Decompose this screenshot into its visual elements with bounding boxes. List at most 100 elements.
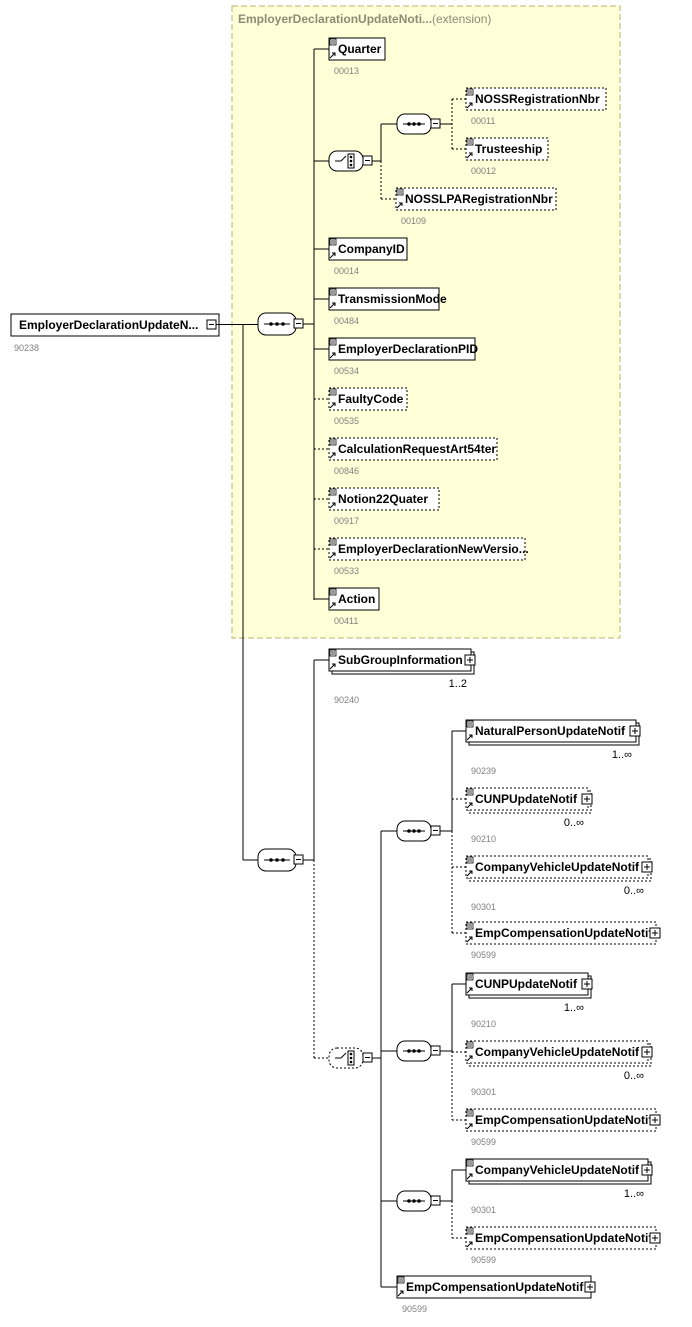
expand-button[interactable] — [464, 654, 476, 666]
expand-button[interactable] — [649, 927, 661, 939]
element-type-icon — [329, 388, 337, 409]
element-label: Trusteeship — [475, 142, 542, 156]
element-type-icon — [466, 720, 474, 741]
element-code: 90599 — [402, 1304, 427, 1314]
element-type-icon — [329, 649, 337, 670]
element-type-icon — [466, 138, 474, 159]
cardinality: 1..∞ — [624, 1188, 644, 1200]
element-code: 90301 — [471, 1205, 496, 1215]
element-code: 00011 — [471, 116, 495, 126]
expand-button[interactable] — [581, 793, 593, 805]
element-label: CUNPUpdateNotif — [475, 977, 578, 991]
lower-sequence-toggle[interactable] — [293, 854, 304, 865]
element-code: 90301 — [471, 1087, 496, 1097]
element-label: TransmissionMode — [338, 292, 447, 306]
element-type-icon — [466, 1227, 474, 1248]
element-code: 90599 — [471, 1137, 496, 1147]
element-label: Notion22Quater — [338, 492, 428, 506]
expand-button[interactable] — [629, 725, 641, 737]
element-type-icon — [329, 538, 337, 559]
element-code: 00533 — [334, 566, 359, 576]
lower-sequence-compositor[interactable] — [257, 848, 297, 872]
seq2-toggle[interactable] — [430, 1045, 441, 1056]
element-code: 90240 — [334, 695, 359, 705]
element-code: 90301 — [471, 902, 496, 912]
expand-button[interactable] — [641, 1046, 653, 1058]
seq3-compositor[interactable] — [396, 1190, 432, 1212]
expand-button[interactable] — [584, 1281, 596, 1293]
choice-compositor[interactable] — [328, 150, 364, 172]
element-employerdeclarationnewversio[interactable]: EmployerDeclarationNewVersio...00533 — [328, 537, 529, 576]
extension-suffix: (extension) — [432, 12, 491, 26]
element-label: NaturalPersonUpdateNotif — [475, 724, 626, 738]
element-label: CompanyVehicleUpdateNotif — [475, 860, 640, 874]
element-empcompensationupdatenotif[interactable]: EmpCompensationUpdateNotif 90599 — [465, 1108, 661, 1147]
element-code: 90210 — [471, 1019, 496, 1029]
element-label: Action — [338, 592, 375, 606]
main-sequence-toggle[interactable] — [293, 318, 304, 329]
cardinality: 1..2 — [449, 678, 467, 690]
inner-sequence-toggle[interactable] — [430, 118, 441, 129]
expand-button[interactable] — [649, 1232, 661, 1244]
element-label: EmpCompensationUpdateNotif — [475, 1113, 653, 1127]
element-type-icon — [329, 288, 337, 309]
seq1-toggle[interactable] — [430, 825, 441, 836]
expand-button[interactable] — [641, 861, 653, 873]
element-type-icon — [396, 188, 404, 209]
lower-choice-compositor[interactable] — [328, 1047, 364, 1069]
element-code: 00014 — [334, 266, 359, 276]
choice-toggle[interactable] — [362, 155, 373, 166]
root-collapse-button[interactable] — [206, 319, 217, 330]
expand-button[interactable] — [641, 1164, 653, 1176]
inner-sequence-compositor[interactable] — [396, 113, 432, 135]
element-type-icon — [329, 38, 337, 59]
element-empcompensationupdatenotif[interactable]: EmpCompensationUpdateNotif 90599 — [396, 1275, 596, 1314]
expand-button[interactable] — [649, 1114, 661, 1126]
expand-button[interactable] — [581, 978, 593, 990]
element-cunpupdatenotif[interactable]: CUNPUpdateNotif 1..∞ 90210 — [465, 972, 593, 1029]
root-element[interactable]: EmployerDeclarationUpdateN... — [10, 313, 220, 337]
element-layer: Quarter00013CompanyID00014TransmissionMo… — [328, 37, 661, 1314]
element-label: EmpCompensationUpdateNotif — [406, 1280, 584, 1294]
element-code: 90239 — [471, 766, 496, 776]
element-code: 90599 — [471, 950, 496, 960]
element-code: 00013 — [334, 66, 359, 76]
element-label: SubGroupInformation — [338, 653, 463, 667]
element-label: CUNPUpdateNotif — [475, 792, 578, 806]
main-sequence-compositor[interactable] — [257, 312, 297, 336]
element-code: 90210 — [471, 834, 496, 844]
element-type-icon — [397, 1276, 405, 1297]
extension-title: EmployerDeclarationUpdateNoti... — [238, 12, 432, 26]
seq2-compositor[interactable] — [396, 1040, 432, 1062]
element-label: NOSSLPARegistrationNbr — [405, 192, 553, 206]
element-type-icon — [329, 338, 337, 359]
seq1-compositor[interactable] — [396, 820, 432, 842]
cardinality: 1..∞ — [564, 1002, 584, 1014]
seq3-toggle[interactable] — [430, 1195, 441, 1206]
element-type-icon — [466, 1041, 474, 1062]
root-label: EmployerDeclarationUpdateN... — [19, 318, 198, 332]
element-subgroupinformation[interactable]: SubGroupInformation 1..2 90240 — [328, 648, 476, 705]
lower-choice-toggle[interactable] — [362, 1052, 373, 1063]
element-label: FaultyCode — [338, 392, 404, 406]
element-type-icon — [466, 1109, 474, 1130]
